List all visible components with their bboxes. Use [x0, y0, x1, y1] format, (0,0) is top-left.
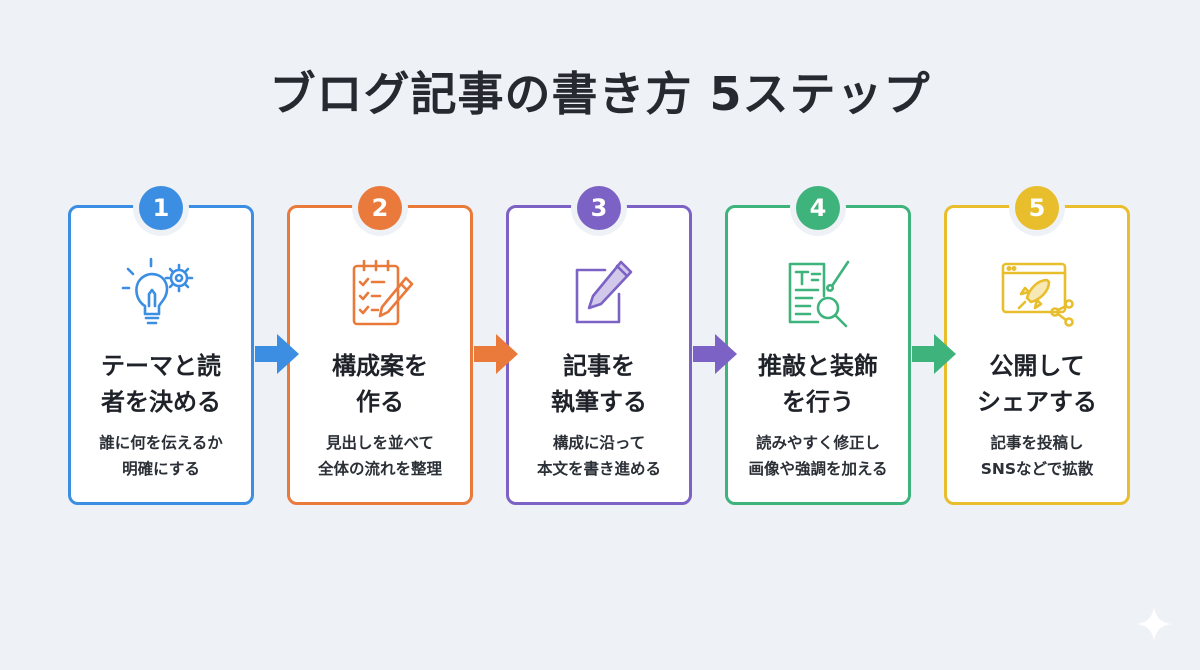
arrow-right-icon — [693, 334, 737, 374]
step-description: 見出しを並べて 全体の流れを整理 — [317, 434, 442, 478]
step-number-badge: 2 — [358, 186, 402, 230]
step-number-badge: 5 — [1015, 186, 1059, 230]
sparkle-icon — [1136, 606, 1172, 642]
step-number-badge: 3 — [577, 186, 621, 230]
arrow-right-icon — [474, 334, 518, 374]
checklist-pencil-icon — [352, 259, 414, 326]
document-magnifier-icon — [788, 260, 850, 328]
step-card-5: 5 公開して シェアする 記事を投稿し SNSなどで拡散 — [944, 186, 1130, 505]
arrow-right-icon — [255, 334, 299, 374]
rocket-share-icon — [1001, 262, 1074, 327]
step-heading: 推敲と装飾 を行う — [758, 352, 878, 416]
page-title: ブログ記事の書き方 5ステップ — [269, 67, 931, 121]
step-description: 読みやすく修正し 画像や強調を加える — [748, 434, 888, 478]
step-description: 記事を投稿し SNSなどで拡散 — [980, 434, 1094, 478]
step-card-2: 2 構成案を 作る 見出しを並べて 全体の流れを整理 — [287, 186, 473, 505]
arrow-right-icon — [912, 334, 956, 374]
step-heading: テーマと読 者を決める — [101, 352, 221, 416]
step-description: 誰に何を伝えるか 明確にする — [99, 434, 223, 478]
step-number-badge: 4 — [796, 186, 840, 230]
step-heading: 構成案を 作る — [332, 352, 428, 416]
lightbulb-gear-icon — [121, 257, 194, 325]
step-card-1: 1 テーマと読 者を決める 誰に何を伝えるか 明確にする — [68, 186, 254, 505]
step-number-badge: 1 — [139, 186, 183, 230]
step-heading: 公開して シェアする — [977, 352, 1097, 416]
step-card-4: 4 推敲と装飾 を行う 読みやすく修正し 画像や強調を加える — [725, 186, 911, 505]
step-card-3: 3 記事を 執筆する 構成に沿って 本文を書き進める — [506, 186, 692, 505]
step-heading: 記事を 執筆する — [551, 352, 647, 416]
step-description: 構成に沿って 本文を書き進める — [536, 434, 661, 478]
edit-pen-icon — [575, 260, 633, 324]
